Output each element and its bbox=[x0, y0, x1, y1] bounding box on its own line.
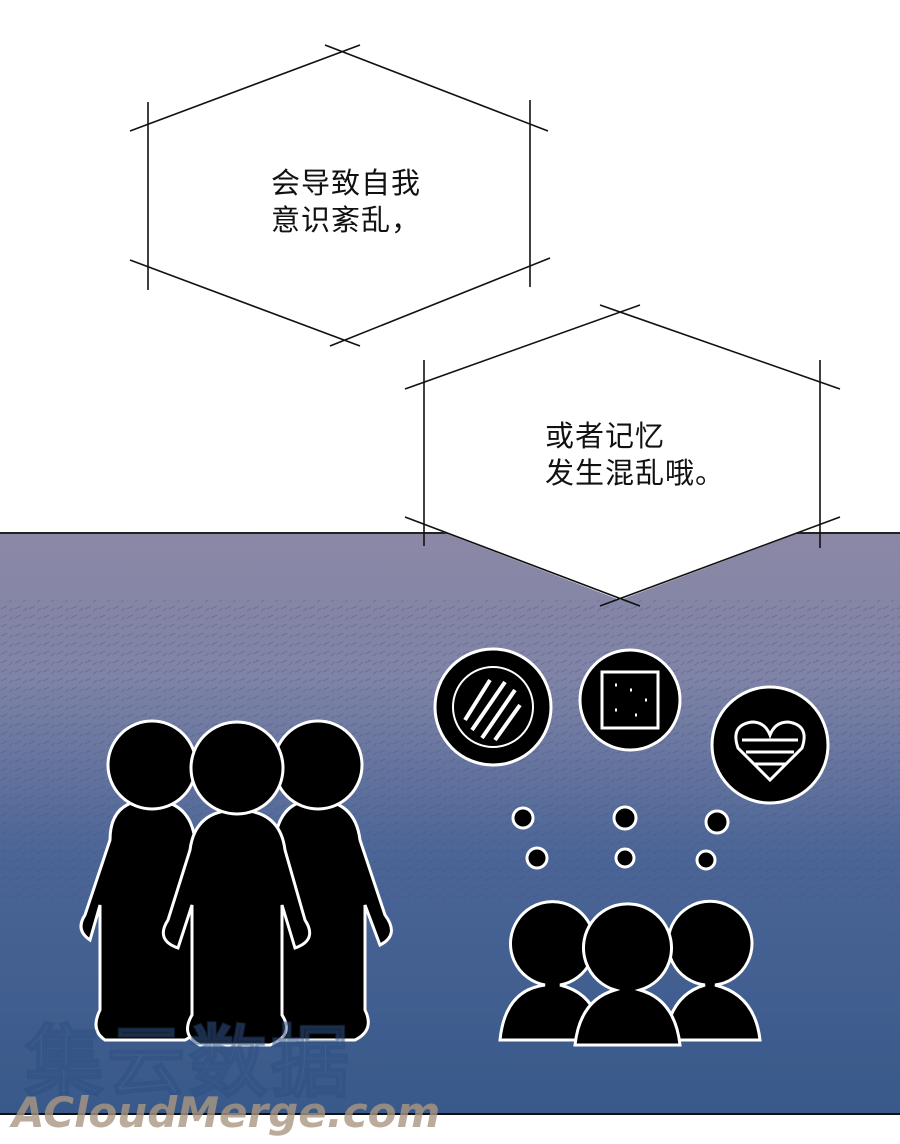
bubble-1-text: 会导致自我 意识紊乱， bbox=[271, 166, 422, 237]
person-bust-center bbox=[573, 902, 682, 1047]
standing-people-silhouettes bbox=[79, 719, 393, 1047]
thought-dots bbox=[511, 805, 730, 871]
bubble-2-text: 或者记忆 发生混乱哦。 bbox=[545, 419, 726, 490]
square-dots-thought bbox=[578, 648, 682, 752]
watermark-en: ACloudMerge.com bbox=[12, 1088, 441, 1137]
heart-thought bbox=[710, 685, 830, 805]
striped-circle-thought bbox=[433, 647, 553, 767]
speech-bubble-1 bbox=[129, 44, 551, 347]
speech-bubble-2 bbox=[404, 304, 841, 607]
seated-people-silhouettes bbox=[498, 899, 762, 1047]
person-silhouette-back-right bbox=[267, 719, 393, 1042]
person-bust-right bbox=[663, 899, 762, 1042]
person-bust-left bbox=[498, 900, 602, 1042]
thought-bubbles bbox=[433, 647, 830, 871]
person-silhouette-back-left bbox=[79, 719, 221, 1042]
watermark-cn: 集云数据 bbox=[24, 1017, 354, 1109]
person-silhouette-front bbox=[161, 720, 312, 1047]
